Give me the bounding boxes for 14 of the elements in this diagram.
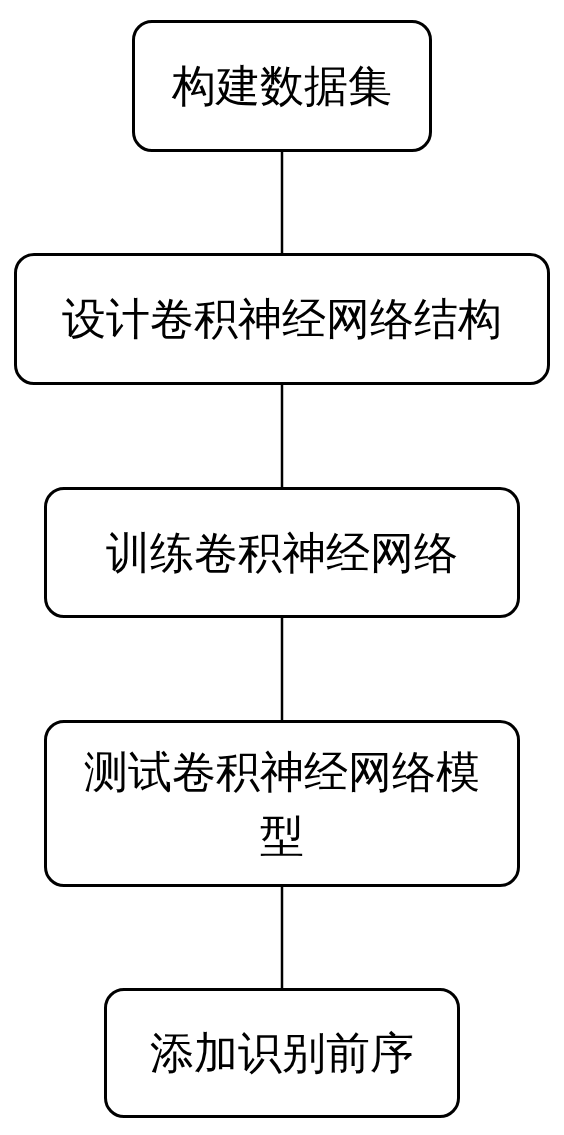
connector-line	[280, 385, 284, 487]
step-text: 构建数据集	[172, 59, 392, 114]
step-text: 设计卷积神经网络结构	[62, 292, 502, 347]
connector-line	[280, 152, 284, 253]
step-text: 测试卷积神经网络模型	[83, 744, 481, 863]
process-box	[104, 988, 460, 1118]
step-text: 训练卷积神经网络	[106, 525, 458, 580]
process-box	[44, 487, 520, 618]
process-box	[14, 253, 550, 385]
connector-line	[280, 887, 284, 988]
process-box	[44, 720, 520, 887]
step-text: 添加识别前序	[150, 1026, 414, 1081]
connector-line	[280, 618, 284, 720]
process-box	[132, 20, 432, 152]
